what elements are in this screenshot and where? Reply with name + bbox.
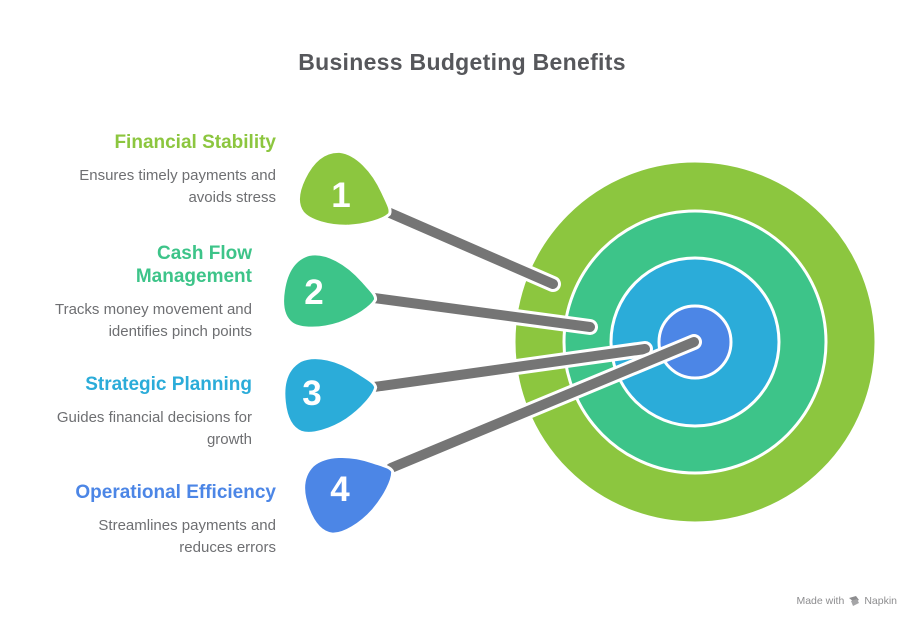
benefit-description: Ensures timely payments and avoids stres… (79, 167, 276, 206)
napkin-logo-icon (849, 596, 860, 606)
benefit-item-financial-stability: Financial Stability Ensures timely payme… (61, 131, 276, 209)
page-title: Business Budgeting Benefits (298, 49, 626, 75)
benefit-item-strategic-planning: Strategic Planning Guides financial deci… (37, 373, 252, 451)
benefit-description: Guides financial decisions for growth (56, 409, 252, 448)
watermark-brand: Napkin (864, 595, 897, 607)
benefit-item-cash-flow-management: Cash Flow Management Tracks money moveme… (37, 242, 252, 343)
connector-4 (386, 337, 699, 473)
connector-3 (369, 344, 650, 392)
made-with-napkin-badge[interactable]: Made with Napkin (796, 595, 897, 607)
benefit-description: Tracks money movement and identifies pin… (54, 301, 252, 340)
connector-1 (385, 208, 558, 289)
benefit-heading: Cash Flow Management (135, 243, 252, 287)
benefit-heading: Financial Stability (114, 132, 276, 153)
benefit-heading: Strategic Planning (85, 374, 252, 395)
benefit-blob-3 (282, 356, 378, 435)
connector-lines (366, 205, 702, 476)
benefit-blob-2 (281, 252, 378, 330)
benefit-blob-1 (296, 149, 392, 228)
benefit-item-operational-efficiency: Operational Efficiency Streamlines payme… (61, 481, 276, 559)
blob-number-1: 1 (331, 176, 350, 215)
blob-number-3: 3 (302, 374, 321, 413)
connector-2 (369, 293, 595, 332)
benefit-blobs: 1 2 3 4 (281, 149, 395, 536)
blob-number-2: 2 (304, 273, 323, 312)
benefit-description: Streamlines payments and reduces errors (98, 517, 276, 556)
blob-number-4: 4 (330, 470, 350, 509)
watermark-prefix: Made with (796, 595, 845, 607)
benefit-blob-4 (302, 454, 395, 536)
benefit-heading: Operational Efficiency (75, 482, 276, 503)
